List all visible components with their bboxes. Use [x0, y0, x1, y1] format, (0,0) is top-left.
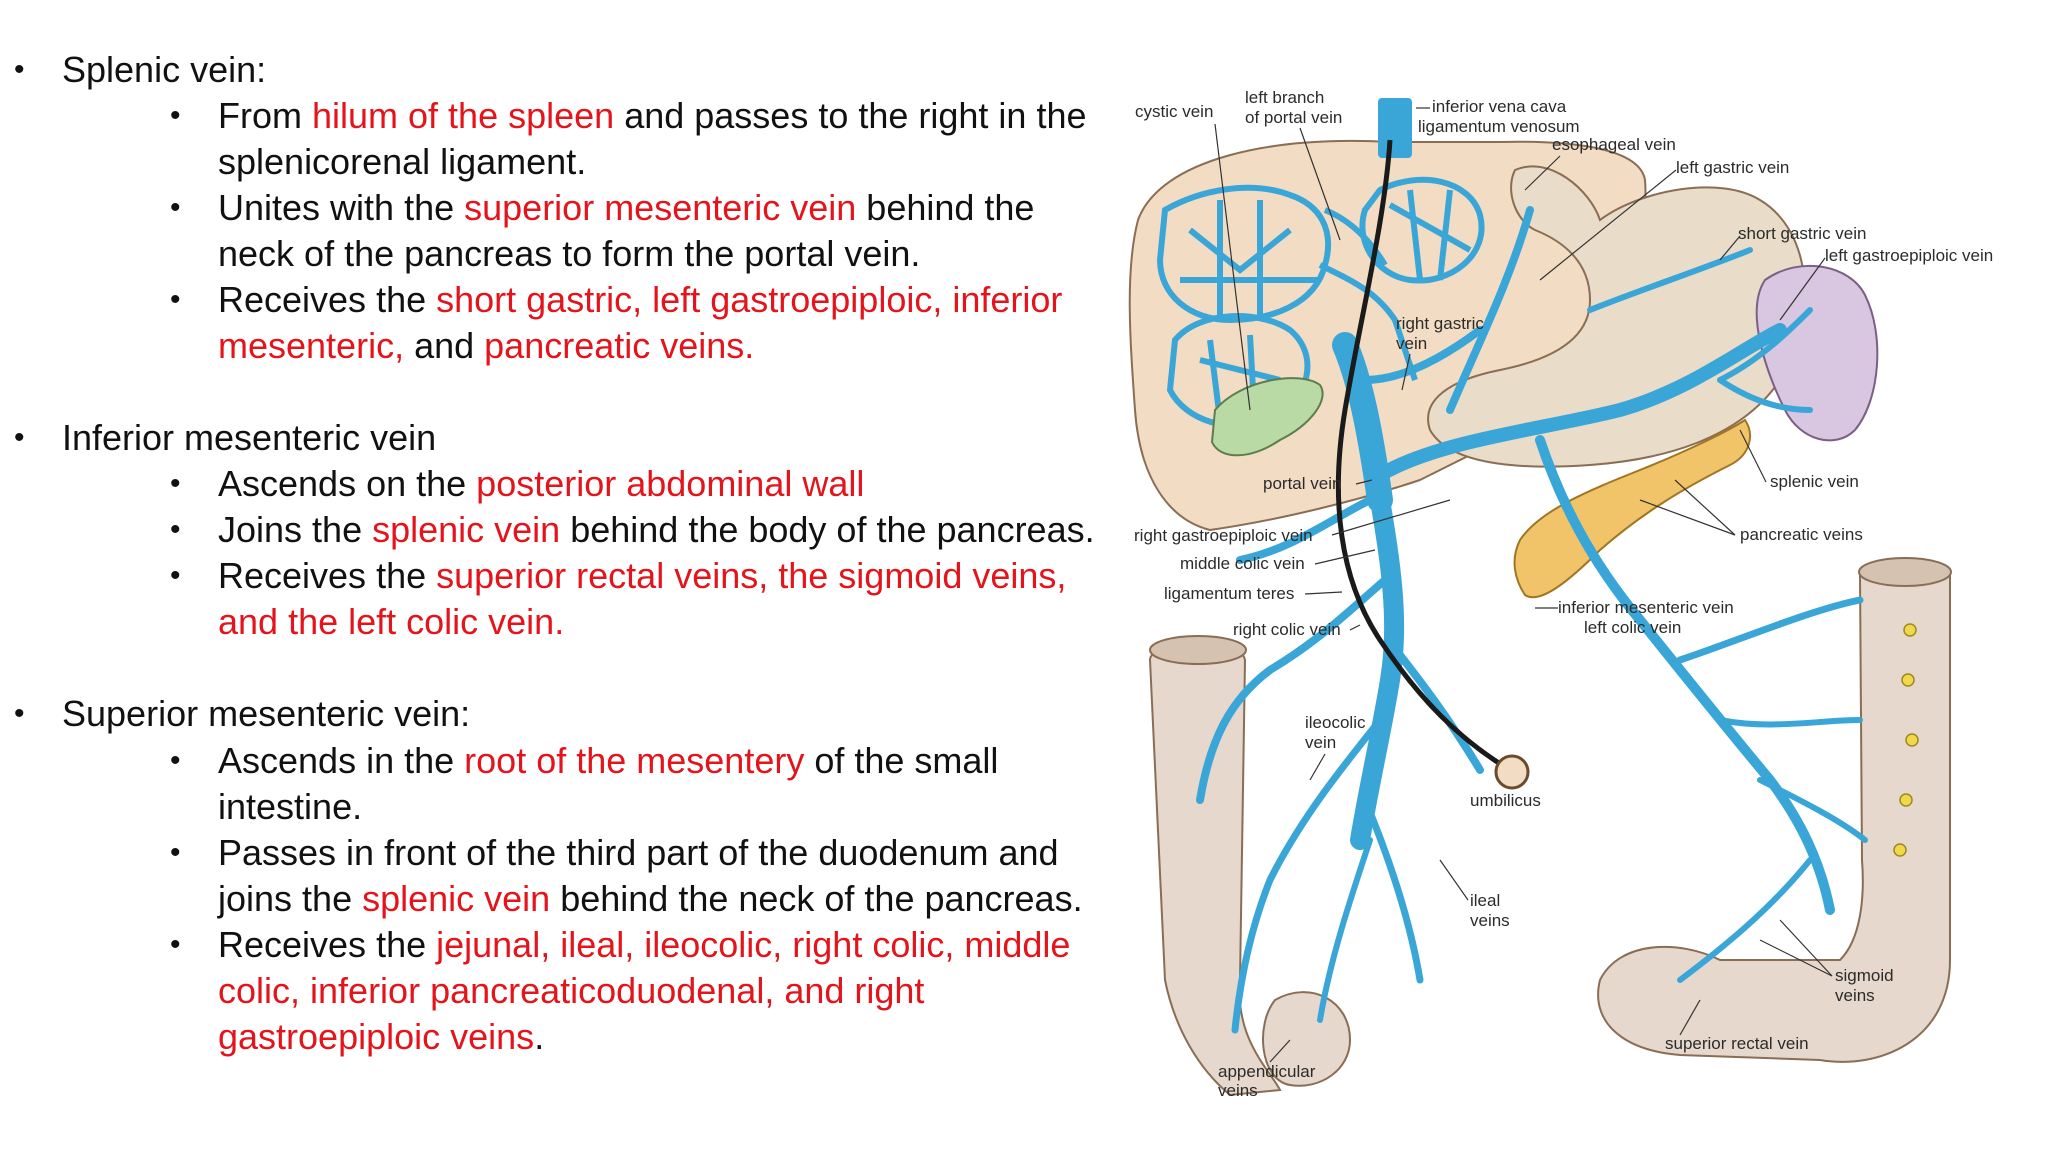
appendices-epiploicae — [1893, 623, 1919, 857]
bullet-marker: • — [170, 928, 181, 961]
ima-bullet-3-cont: and the left colic vein. — [218, 601, 565, 642]
bullet-marker: • — [170, 283, 181, 316]
bullet-marker: • — [170, 836, 181, 869]
label-sigmoid-1: sigmoid — [1835, 966, 1894, 985]
ligamentum-teres — [1335, 139, 1512, 773]
ascending-colon — [1148, 642, 1282, 1097]
splenic-bullet-1: From hilum of the spleen and passes to t… — [218, 95, 1087, 136]
inferior-mesenteric-vein — [1535, 435, 1835, 915]
label-appendicular-1: appendicular — [1218, 1062, 1316, 1081]
label-left-gastric-vein: left gastric vein — [1676, 158, 1789, 177]
bullet-marker: • — [170, 99, 181, 132]
heading-splenic-vein: Splenic vein: — [62, 49, 267, 90]
bullet-marker: • — [170, 744, 181, 777]
label-ligamentum-venosum: ligamentum venosum — [1418, 117, 1580, 136]
label-ileocolic-1: ileocolic — [1305, 713, 1366, 732]
bullet-marker: • — [170, 559, 181, 592]
label-left-gastroepiploic-vein: left gastroepiploic vein — [1825, 246, 1993, 265]
text-column: • Splenic vein: • From hilum of the sple… — [14, 49, 1095, 1057]
label-appendicular-2: veins — [1218, 1081, 1258, 1100]
liver-vein-mesh — [1156, 176, 1485, 429]
splenic-vein — [1373, 323, 1787, 482]
bullet-marker: • — [14, 421, 25, 454]
sma-bullet-1: Ascends in the root of the mesentery of … — [218, 740, 999, 781]
figure-labels: cystic vein left branch of portal vein i… — [1134, 88, 1993, 1100]
sma-bullet-1-cont: intestine. — [218, 786, 363, 827]
bullet-marker: • — [170, 513, 181, 546]
label-right-gastric-1: right gastric — [1396, 314, 1484, 333]
portal-venous-system-figure: cystic vein left branch of portal vein i… — [1120, 80, 2020, 1100]
label-right-gastric-2: vein — [1396, 334, 1427, 353]
label-cystic-vein: cystic vein — [1135, 102, 1213, 121]
splenic-bullet-3: Receives the short gastric, left gastroe… — [218, 279, 1063, 320]
label-ileal-2: veins — [1470, 911, 1510, 930]
sma-bullet-3: Receives the jejunal, ileal, ileocolic, … — [218, 924, 1071, 965]
gallbladder — [1210, 377, 1324, 457]
label-left-branch-1: left branch — [1245, 88, 1324, 107]
splenic-bullet-1-cont: splenicorenal ligament. — [218, 141, 587, 182]
colon-opening — [1858, 557, 1952, 587]
stomach — [1427, 165, 1806, 468]
ima-bullet-2: Joins the splenic vein behind the body o… — [218, 509, 1095, 550]
label-left-colic-vein: left colic vein — [1584, 618, 1681, 637]
label-left-branch-2: of portal vein — [1245, 108, 1342, 127]
bullet-marker: • — [170, 467, 181, 500]
splenic-bullet-2-cont: neck of the pancreas to form the portal … — [218, 233, 921, 274]
label-pancreatic-veins: pancreatic veins — [1740, 525, 1863, 544]
portal-vein-tree — [1196, 206, 1868, 1034]
label-ileal-1: ileal — [1470, 891, 1500, 910]
ima-bullet-3: Receives the superior rectal veins, the … — [218, 555, 1067, 596]
label-ileocolic-2: vein — [1305, 733, 1336, 752]
bullet-marker: • — [14, 697, 25, 730]
label-short-gastric-vein: short gastric vein — [1738, 224, 1867, 243]
ima-bullet-1: Ascends on the posterior abdominal wall — [218, 463, 865, 504]
superior-mesenteric-vein — [1350, 490, 1405, 850]
label-right-colic-vein: right colic vein — [1233, 620, 1341, 639]
sma-bullet-2: Passes in front of the third part of the… — [218, 832, 1059, 873]
bullet-marker: • — [14, 53, 25, 86]
spleen — [1755, 264, 1879, 442]
splenic-bullet-3-cont: mesenteric, and pancreatic veins. — [218, 325, 755, 366]
label-right-gastroepiploic-vein: right gastroepiploic vein — [1134, 526, 1313, 545]
sma-bullet-2-cont: joins the splenic vein behind the neck o… — [218, 878, 1083, 919]
label-ligamentum-teres: ligamentum teres — [1164, 584, 1294, 603]
label-sigmoid-2: veins — [1835, 986, 1875, 1005]
label-portal-vein: portal vein — [1263, 474, 1341, 493]
inferior-vena-cava — [1378, 98, 1412, 158]
umbilicus-mark — [1494, 754, 1530, 790]
label-umbilicus: umbilicus — [1470, 791, 1541, 810]
left-gastric-vein — [1446, 206, 1534, 414]
bullet-marker: • — [170, 191, 181, 224]
label-splenic-vein: splenic vein — [1770, 472, 1859, 491]
sma-bullet-3-cont2: gastroepiploic veins. — [218, 1016, 545, 1057]
heading-inferior-mesenteric-vein: Inferior mesenteric vein — [62, 417, 437, 458]
pancreas — [1513, 418, 1751, 599]
heading-superior-mesenteric-vein: Superior mesenteric vein: — [62, 693, 471, 734]
label-esophageal-vein: esophageal vein — [1552, 135, 1676, 154]
sma-bullet-3-cont: colic, inferior pancreaticoduodenal, and… — [218, 970, 925, 1011]
colon-opening — [1149, 635, 1247, 665]
anatomy-illustration: cystic vein left branch of portal vein i… — [1128, 88, 1993, 1100]
label-inferior-mesenteric-vein: inferior mesenteric vein — [1558, 598, 1734, 617]
label-superior-rectal-vein: superior rectal vein — [1665, 1034, 1809, 1053]
splenic-bullet-2: Unites with the superior mesenteric vein… — [218, 187, 1035, 228]
label-middle-colic-vein: middle colic vein — [1180, 554, 1305, 573]
label-inferior-vena-cava: inferior vena cava — [1432, 97, 1567, 116]
